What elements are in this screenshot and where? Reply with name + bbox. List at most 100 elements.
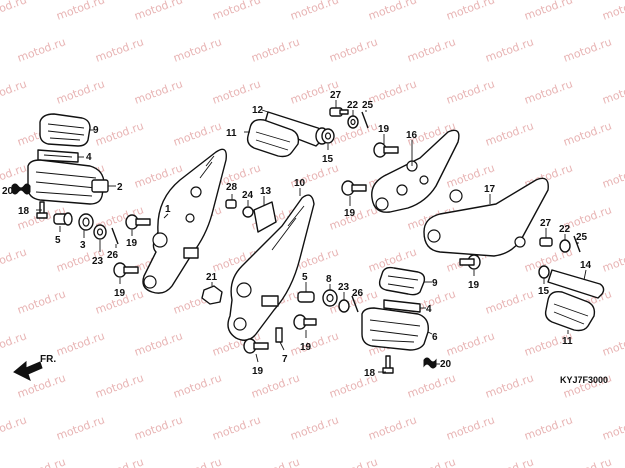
spring-20-right	[423, 357, 437, 369]
callout: 11	[562, 336, 573, 347]
bolt-19-a	[125, 214, 151, 230]
callout: 20	[2, 186, 14, 197]
watermark-text: motod.ru	[562, 119, 614, 148]
callout: 19	[126, 238, 138, 249]
watermark-text: motod.ru	[0, 413, 28, 442]
watermark-text: motod.ru	[328, 35, 380, 64]
callout: 4	[86, 152, 92, 163]
watermark-text: motod.ru	[367, 0, 419, 23]
callout: 2	[117, 182, 123, 193]
watermark-text: motod.ru	[55, 413, 107, 442]
watermark-text: motod.ru	[0, 77, 28, 106]
callout: 19	[252, 366, 264, 377]
cotter-pin-26-center	[351, 295, 359, 313]
passenger-peg-rubber-11	[246, 118, 300, 158]
footpeg-rubber-right	[378, 266, 426, 296]
watermark-text: motod.ru	[289, 329, 341, 358]
watermark-text: motod.ru	[406, 371, 458, 400]
watermark-text: motod.ru	[172, 371, 224, 400]
callout: 18	[364, 368, 376, 379]
callout: 5	[302, 272, 308, 283]
watermark-text: motod.ru	[133, 413, 185, 442]
callout: 25	[362, 100, 374, 111]
bolt-28	[225, 199, 237, 209]
watermark-text: motod.ru	[367, 77, 419, 106]
callout: 27	[330, 90, 342, 101]
watermark-text: motod.ru	[601, 77, 625, 106]
callout: 22	[347, 100, 359, 111]
cotter-pin-26-left	[111, 227, 119, 245]
diagram-code: KYJ7F3000	[560, 375, 608, 385]
watermark-text: motod.ru	[523, 77, 575, 106]
callout: 5	[55, 235, 61, 246]
watermark-text: motod.ru	[445, 413, 497, 442]
cotter-pin-25-right	[573, 235, 581, 253]
washer-15-center	[321, 128, 335, 144]
watermark-text: motod.ru	[211, 413, 263, 442]
watermark-text: motod.ru	[523, 0, 575, 23]
washer-22-center	[347, 115, 359, 129]
watermark-text: motod.ru	[94, 35, 146, 64]
washer-24	[242, 206, 254, 218]
watermark-text: motod.ru	[406, 455, 458, 468]
callout: 9	[432, 278, 438, 289]
callout: 21	[206, 272, 218, 283]
callout: 8	[326, 274, 332, 285]
watermark-text: motod.ru	[601, 0, 625, 23]
callout: 22	[559, 224, 571, 235]
watermark-text: motod.ru	[445, 329, 497, 358]
spring-20-left	[11, 183, 31, 195]
bracket-17	[423, 177, 549, 257]
callout: 12	[252, 105, 264, 116]
passenger-peg-14	[547, 269, 605, 299]
callout: 27	[540, 218, 552, 229]
front-direction-arrow: FR.	[13, 354, 56, 381]
callout: 17	[484, 184, 496, 195]
callout: 25	[576, 232, 588, 243]
callout: 9	[93, 125, 99, 136]
watermark-text: motod.ru	[55, 77, 107, 106]
watermark-text: motod.ru	[16, 287, 68, 316]
washer-23	[338, 299, 350, 313]
watermark-text: motod.ru	[94, 455, 146, 468]
footpeg-rubber-left	[39, 113, 91, 147]
bolt-27-right	[539, 237, 553, 247]
watermark-text: motod.ru	[367, 413, 419, 442]
callout: 19	[300, 342, 312, 353]
callout: 20	[440, 359, 452, 370]
pin-5-center	[297, 291, 315, 303]
watermark-text: motod.ru	[133, 77, 185, 106]
watermark-text: motod.ru	[0, 245, 28, 274]
callout: 16	[406, 130, 418, 141]
callout: 18	[18, 206, 30, 217]
watermark-text: motod.ru	[55, 329, 107, 358]
watermark-text: motod.ru	[328, 455, 380, 468]
watermark-text: motod.ru	[250, 35, 302, 64]
callout: 26	[352, 288, 364, 299]
cotter-pin-25-center	[361, 111, 369, 129]
footpeg-plate-right	[383, 299, 421, 313]
watermark-text: motod.ru	[601, 245, 625, 274]
pin-5-left	[53, 212, 73, 226]
footpeg-right	[361, 307, 429, 351]
callout: 24	[242, 190, 254, 201]
nut-21	[201, 285, 223, 305]
bolt-7	[275, 327, 283, 343]
callout: 19	[114, 288, 126, 299]
watermark-text: motod.ru	[445, 77, 497, 106]
watermark-text: motod.ru	[484, 371, 536, 400]
watermark-text: motod.ru	[484, 455, 536, 468]
watermark-text: motod.ru	[289, 0, 341, 23]
watermark-text: motod.ru	[211, 0, 263, 23]
watermark-text: motod.ru	[172, 119, 224, 148]
washer-22-left	[93, 224, 107, 240]
watermark-text: motod.ru	[523, 413, 575, 442]
watermark-text: motod.ru	[562, 455, 614, 468]
bolt-18-right	[382, 355, 394, 374]
watermark-text: motod.ru	[0, 329, 28, 358]
callout: 15	[538, 286, 550, 297]
washer-15-right	[538, 265, 550, 279]
spring-3-left	[78, 213, 94, 231]
watermark-text: motod.ru	[250, 455, 302, 468]
